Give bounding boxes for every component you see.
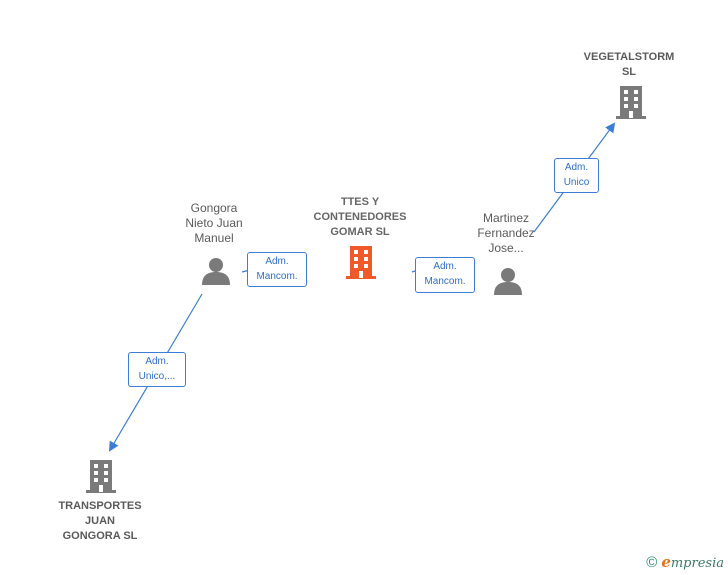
edge-badge-martinez-main[interactable]: Adm. Mancom. (415, 257, 475, 293)
badge-line: Adm. (564, 162, 589, 173)
label-line: Fernandez (477, 226, 535, 240)
person-icon[interactable] (200, 255, 232, 287)
label-line: JUAN (85, 515, 115, 527)
node-label-vegetalstorm[interactable]: VEGETALSTORM SL (569, 50, 689, 80)
badge-line: Adm. (145, 356, 169, 367)
person-icon[interactable] (492, 265, 524, 297)
building-icon[interactable] (614, 84, 648, 120)
footer-brand: © empresia (646, 553, 724, 571)
node-label-martinez[interactable]: Martinez Fernandez Jose... (456, 211, 556, 256)
edge-badge-gongora-main[interactable]: Adm. Mancom. (247, 252, 307, 287)
badge-line: Unico (563, 177, 590, 188)
label-line: Martinez (482, 211, 529, 225)
brand-rest: mpresia (670, 556, 724, 571)
label-line: Gongora (190, 201, 238, 215)
copyright-icon: © (646, 553, 658, 571)
node-label-main-company[interactable]: TTES Y CONTENEDORES GOMAR SL (295, 195, 425, 240)
node-label-gongora[interactable]: Gongora Nieto Juan Manuel (164, 201, 264, 246)
brand-logo: empresia (661, 553, 724, 571)
badge-line: Mancom. (256, 271, 298, 282)
building-icon[interactable] (84, 458, 118, 494)
edge-badge-gongora-transportes[interactable]: Adm. Unico,... (128, 352, 186, 387)
edge-badge-martinez-vegetalstorm[interactable]: Adm. Unico (554, 158, 599, 193)
label-line: TTES Y (340, 196, 380, 208)
label-line: SL (621, 66, 637, 78)
badge-line: Mancom. (424, 276, 466, 287)
building-icon[interactable] (344, 244, 378, 280)
label-line: CONTENEDORES (313, 211, 407, 223)
badge-line: Adm. (265, 256, 289, 267)
brand-initial: e (661, 553, 671, 571)
badge-line: Adm. (433, 261, 457, 272)
badge-line: Unico,... (138, 371, 176, 382)
label-line: TRANSPORTES (58, 500, 142, 512)
label-line: Jose... (488, 241, 524, 255)
label-line: VEGETALSTORM (583, 51, 675, 63)
label-line: GOMAR SL (330, 226, 390, 238)
label-line: Manuel (194, 231, 234, 245)
label-line: Nieto Juan (185, 216, 243, 230)
node-label-transportes[interactable]: TRANSPORTES JUAN GONGORA SL (40, 499, 160, 544)
label-line: GONGORA SL (62, 530, 138, 542)
